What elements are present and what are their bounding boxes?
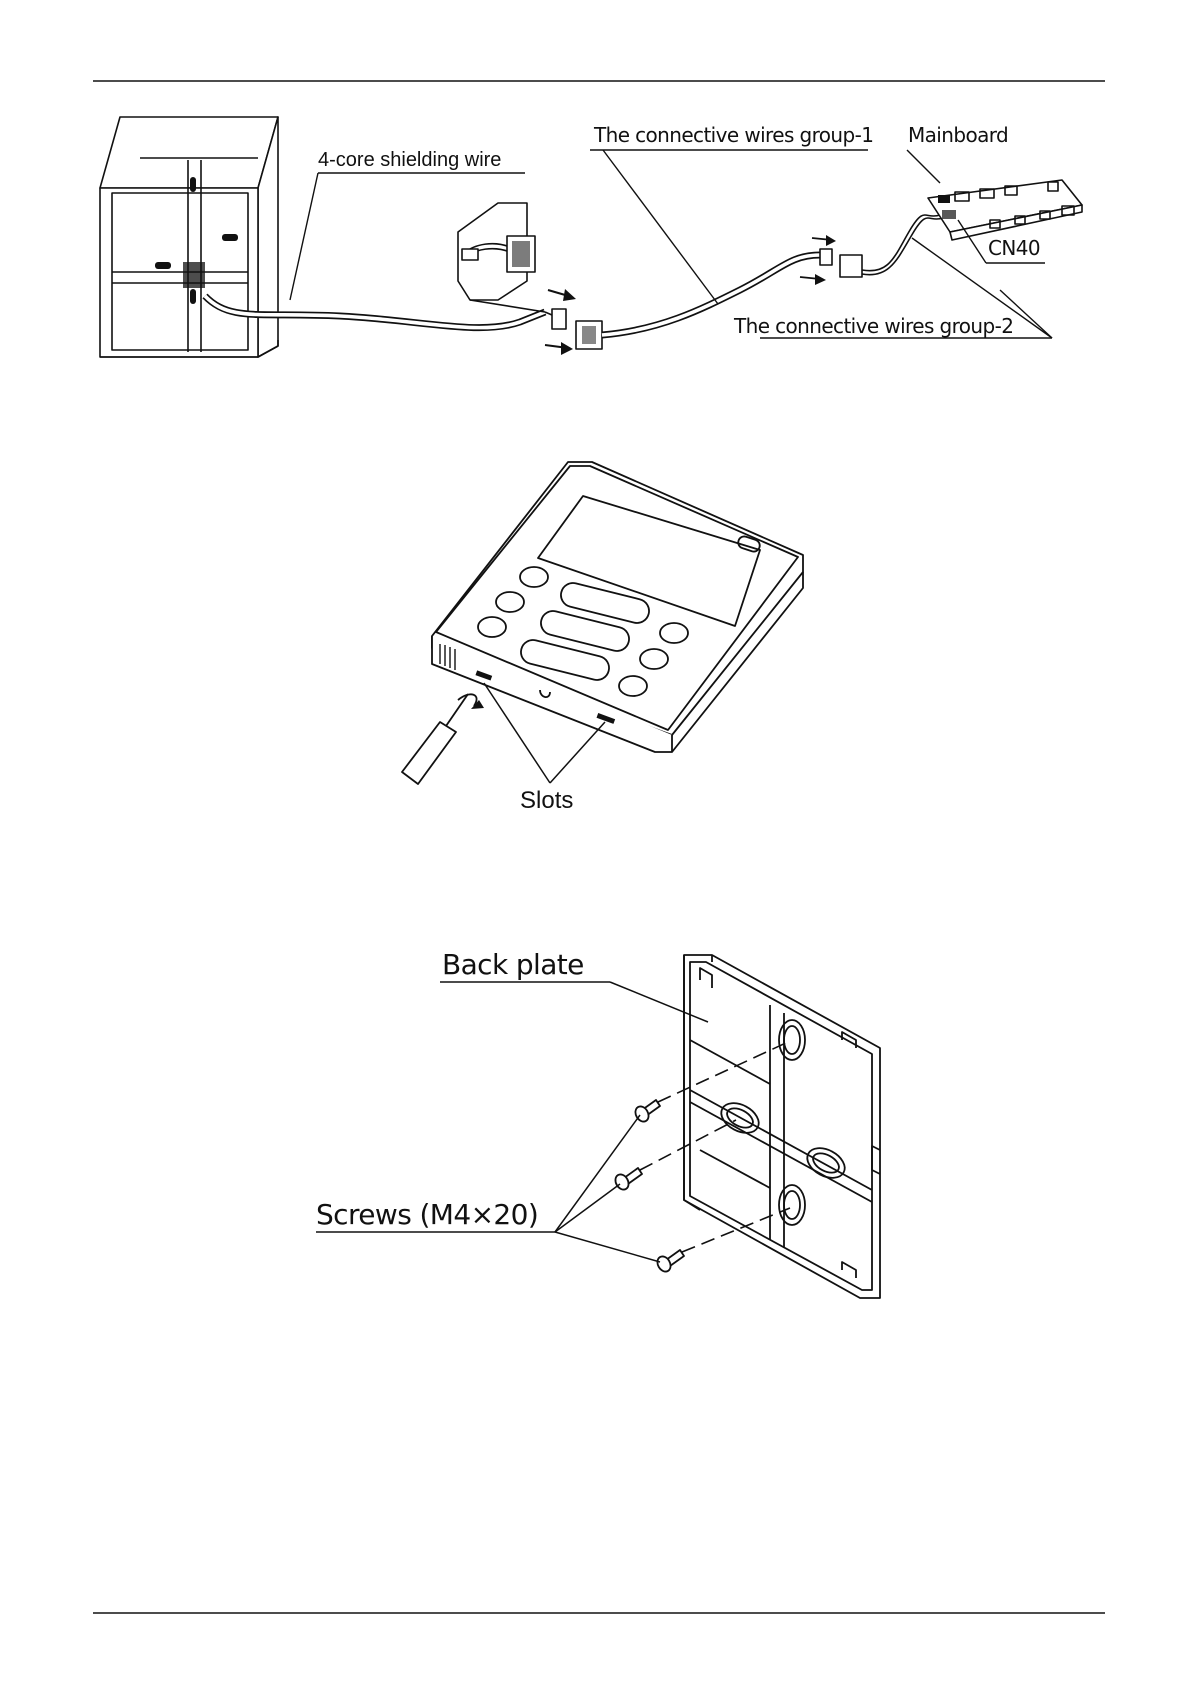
- plug-right-2: [840, 255, 862, 277]
- label-connective-wires-group-1: The connective wires group-1: [593, 123, 873, 147]
- label-slots: Slots: [520, 787, 573, 814]
- plug-left-2: [820, 249, 832, 265]
- label-connective-wires-group-2: The connective wires group-2: [733, 314, 1013, 338]
- controller-back-illustration: [100, 117, 278, 357]
- label-mainboard: Mainboard: [908, 123, 1008, 147]
- label-cn40: CN40: [988, 236, 1040, 260]
- label-back-plate: Back plate: [442, 948, 584, 981]
- label-screws: Screws (M4×20): [316, 1198, 538, 1231]
- plug-left-1: [552, 309, 566, 329]
- label-shielding-wire: 4-core shielding wire: [318, 149, 501, 171]
